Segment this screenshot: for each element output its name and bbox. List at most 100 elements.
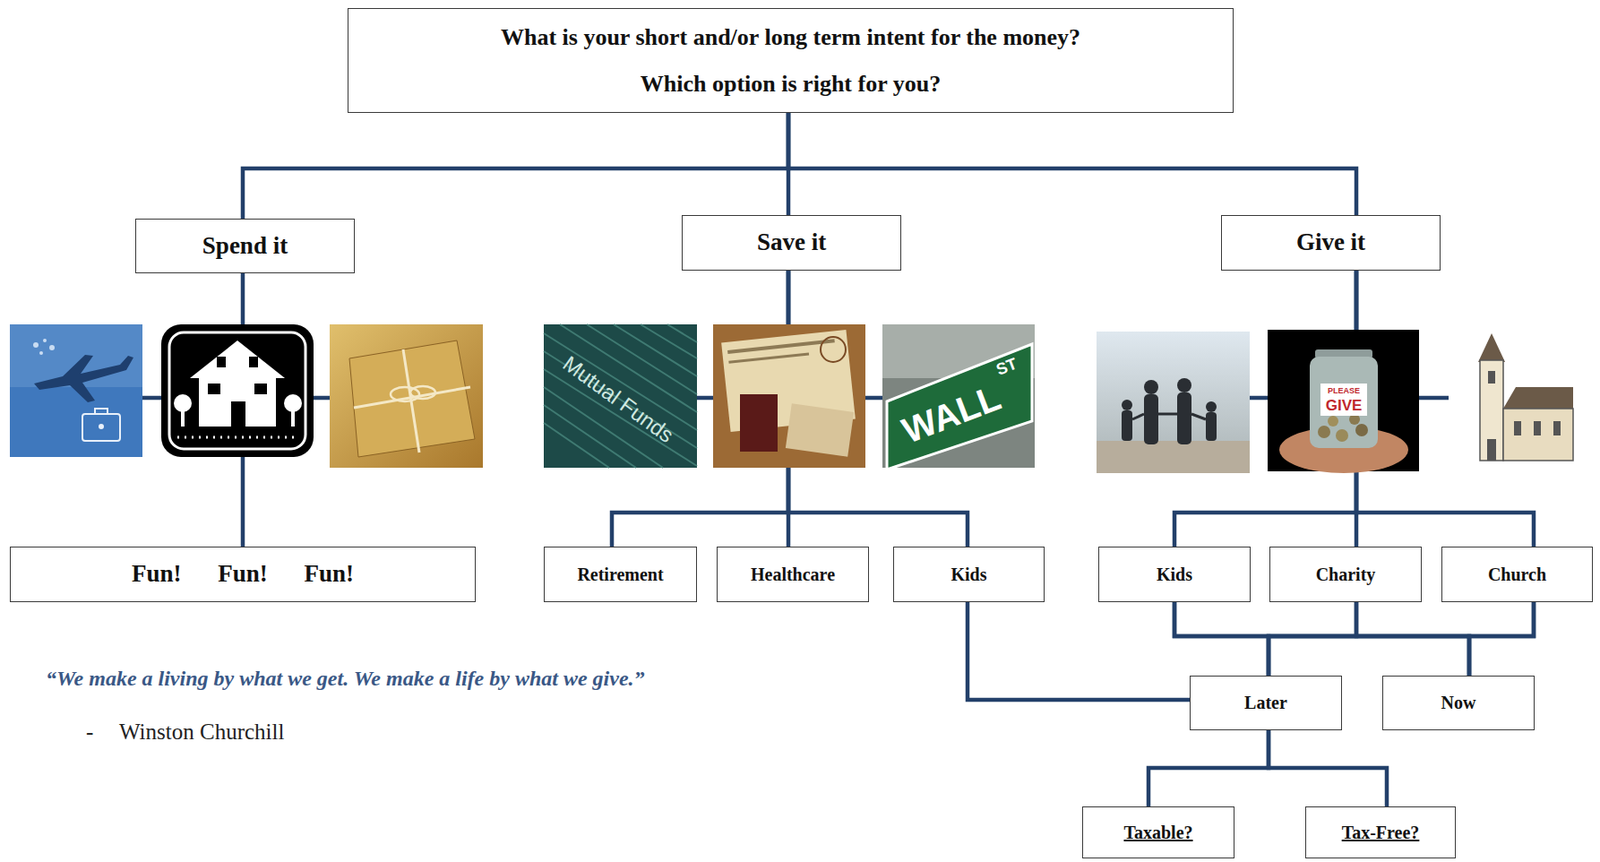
tree-connector xyxy=(1174,602,1269,676)
house-picture-part xyxy=(207,383,221,395)
house-picture-part xyxy=(173,394,192,413)
family-picture-part xyxy=(1132,413,1206,420)
house-picture-part xyxy=(283,394,302,413)
box-text: Church xyxy=(1488,564,1547,585)
purpose-box: Healthcare xyxy=(716,546,869,603)
box-text: Save it xyxy=(756,228,826,257)
box-text: Charity xyxy=(1316,564,1377,585)
documents-picture xyxy=(713,324,866,468)
attribution-dash: - xyxy=(86,719,94,745)
tree-connector xyxy=(242,112,789,219)
house-picture-part xyxy=(254,383,267,395)
quote-text: “We make a living by what we get. We mak… xyxy=(45,666,646,690)
house-picture-part xyxy=(161,324,314,457)
jar-label-text: PLEASE xyxy=(1327,387,1360,396)
church-picture-part xyxy=(1478,333,1506,362)
airplane-picture-part xyxy=(9,324,143,457)
purpose-box: Retirement xyxy=(543,546,697,603)
recipient-box: Charity xyxy=(1269,546,1422,603)
box-text: Retirement xyxy=(576,564,663,585)
tree-connector xyxy=(1148,730,1269,807)
family-picture-part xyxy=(1144,394,1159,445)
airplane-picture-part xyxy=(43,338,47,343)
family-picture-part xyxy=(1121,410,1133,441)
house-picture xyxy=(161,324,314,457)
gift-picture-part xyxy=(390,387,420,402)
box-text: Kids xyxy=(1156,564,1193,585)
timing-box: Later xyxy=(1189,675,1342,731)
house-picture-part xyxy=(291,410,295,427)
gift-picture-part xyxy=(410,386,436,399)
documents-picture-part xyxy=(820,336,846,362)
airplane-picture-part xyxy=(34,354,134,403)
box-text: Later xyxy=(1244,692,1288,714)
box-text: Healthcare xyxy=(750,564,835,585)
house-picture-part xyxy=(180,410,185,427)
family-picture-part xyxy=(1096,331,1250,474)
church-picture-part xyxy=(1533,421,1541,436)
donation-jar-picture-part xyxy=(1317,425,1331,439)
box-text: Tax-Free? xyxy=(1341,822,1420,844)
box-text: Taxable? xyxy=(1123,822,1193,844)
box-text: Which option is right for you? xyxy=(640,70,941,98)
donation-jar-picture-part xyxy=(1320,383,1368,416)
donation-jar-picture-part xyxy=(1327,415,1339,427)
house-picture-part xyxy=(169,332,306,449)
airplane-picture-part xyxy=(82,413,121,441)
church-picture-part xyxy=(1513,421,1522,436)
donation-jar-picture-part xyxy=(1335,429,1349,442)
choice-box: Give it xyxy=(1221,215,1441,271)
jar-label-text: GIVE xyxy=(1325,397,1363,415)
church-picture-part xyxy=(1553,421,1561,436)
church-picture-part xyxy=(1479,360,1504,461)
choice-box: Spend it xyxy=(135,218,355,274)
outcome-box: Fun! Fun! Fun! xyxy=(9,546,476,603)
tax-box: Taxable? xyxy=(1082,806,1235,859)
box-text: Kids xyxy=(950,564,987,585)
tax-box: Tax-Free? xyxy=(1305,806,1456,859)
donation-jar-picture xyxy=(1267,329,1420,474)
recipient-box: Kids xyxy=(1098,546,1251,603)
church-picture-part xyxy=(1448,331,1577,472)
recipient-box: Church xyxy=(1441,546,1593,603)
family-picture xyxy=(1096,331,1250,474)
donation-jar-picture-part xyxy=(1279,426,1409,474)
tree-connector xyxy=(967,602,1190,700)
documents-picture-part xyxy=(739,394,778,452)
house-picture-part xyxy=(198,376,276,427)
box-text: Spend it xyxy=(202,232,288,260)
tree-connector xyxy=(1174,602,1470,676)
timing-box: Now xyxy=(1382,675,1535,731)
house-picture-part xyxy=(249,356,259,368)
mutual-funds-picture xyxy=(543,324,697,468)
gift-picture xyxy=(329,324,483,468)
house-picture-part xyxy=(189,340,285,379)
airplane-picture-part xyxy=(39,351,44,355)
documents-picture-part xyxy=(713,324,866,468)
gift-picture-part xyxy=(353,349,471,453)
house-picture-part xyxy=(216,356,226,368)
tree-connector xyxy=(1268,602,1357,676)
family-picture-part xyxy=(1144,379,1159,395)
church-picture-part xyxy=(1503,408,1574,461)
documents-picture-part xyxy=(728,352,809,363)
donation-jar-picture-part xyxy=(1309,356,1378,448)
wall-street-sign xyxy=(882,324,1035,470)
mutual-funds-picture-part xyxy=(543,324,697,468)
wall-street-sign-part xyxy=(886,344,1033,470)
house-picture-part xyxy=(231,401,246,427)
airplane-picture-part xyxy=(98,423,104,430)
tree-connector xyxy=(1268,602,1534,676)
airplane-picture-part xyxy=(49,344,55,351)
family-picture-part xyxy=(1205,412,1217,441)
airplane-picture-part xyxy=(94,408,108,414)
documents-picture-part xyxy=(727,338,835,354)
box-text: Fun! Fun! Fun! xyxy=(131,559,354,588)
mutual-funds-picture-part xyxy=(543,324,697,468)
church-picture-part xyxy=(1487,438,1497,461)
tree-connector xyxy=(1356,602,1470,676)
gift-picture-part xyxy=(329,324,483,468)
box-text: What is your short and/or long term inte… xyxy=(500,24,1081,52)
airplane-picture-part xyxy=(33,342,39,348)
family-picture-part xyxy=(1177,378,1192,393)
